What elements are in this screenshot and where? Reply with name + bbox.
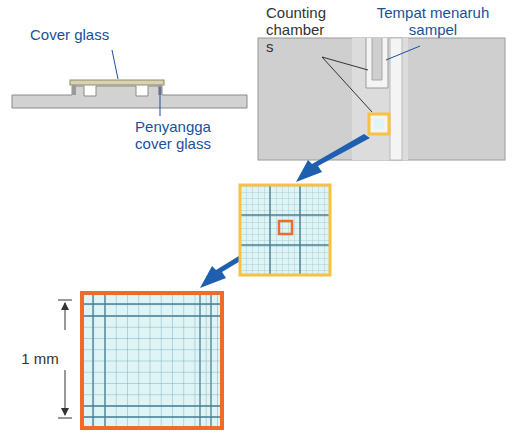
chamber-grid: [240, 185, 330, 275]
side-view: [12, 50, 247, 116]
part-label: Tempat menaruh sampel: [358, 4, 508, 38]
zoom-arrow: [296, 134, 370, 182]
top-view: [258, 38, 505, 160]
dimension-label: 1 mm: [20, 350, 60, 367]
part-label: Penyangga cover glass: [118, 118, 228, 152]
enlarged-grid: [82, 293, 222, 428]
part-label: Cover glass: [30, 26, 150, 43]
part-label: Counting chamber s: [266, 4, 326, 55]
dimension-line: [58, 300, 72, 418]
cover-glass-shape: [70, 80, 164, 85]
